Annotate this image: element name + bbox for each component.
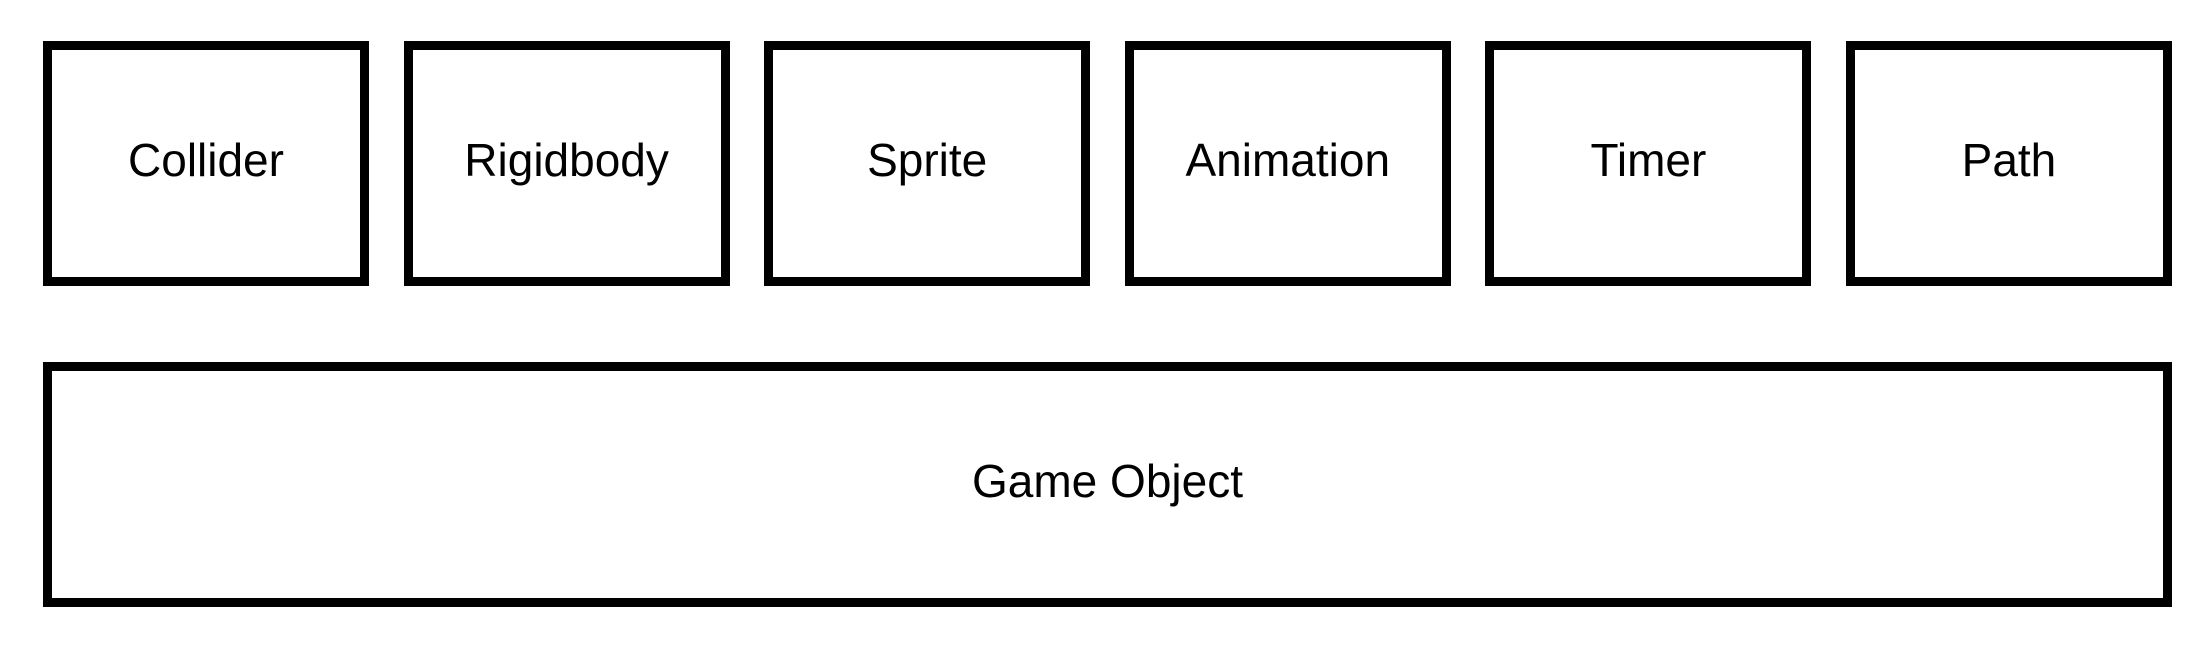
container-box-game-object[interactable]: Game Object bbox=[43, 362, 2172, 607]
component-box-rigidbody[interactable]: Rigidbody bbox=[403, 41, 730, 286]
container-row: Game Object bbox=[43, 362, 2172, 607]
component-label: Path bbox=[1961, 133, 2057, 186]
component-row: Collider Rigidbody Sprite Animation Time… bbox=[43, 41, 2172, 286]
component-label: Collider bbox=[128, 133, 284, 186]
component-label: Sprite bbox=[867, 133, 988, 186]
container-label: Game Object bbox=[972, 454, 1243, 507]
component-box-path[interactable]: Path bbox=[1845, 41, 2172, 286]
component-label: Animation bbox=[1185, 133, 1391, 186]
component-label: Timer bbox=[1590, 133, 1707, 186]
component-box-sprite[interactable]: Sprite bbox=[764, 41, 1091, 286]
component-box-timer[interactable]: Timer bbox=[1485, 41, 1812, 286]
component-box-collider[interactable]: Collider bbox=[43, 41, 369, 286]
component-box-animation[interactable]: Animation bbox=[1124, 41, 1451, 286]
component-label: Rigidbody bbox=[464, 133, 669, 186]
